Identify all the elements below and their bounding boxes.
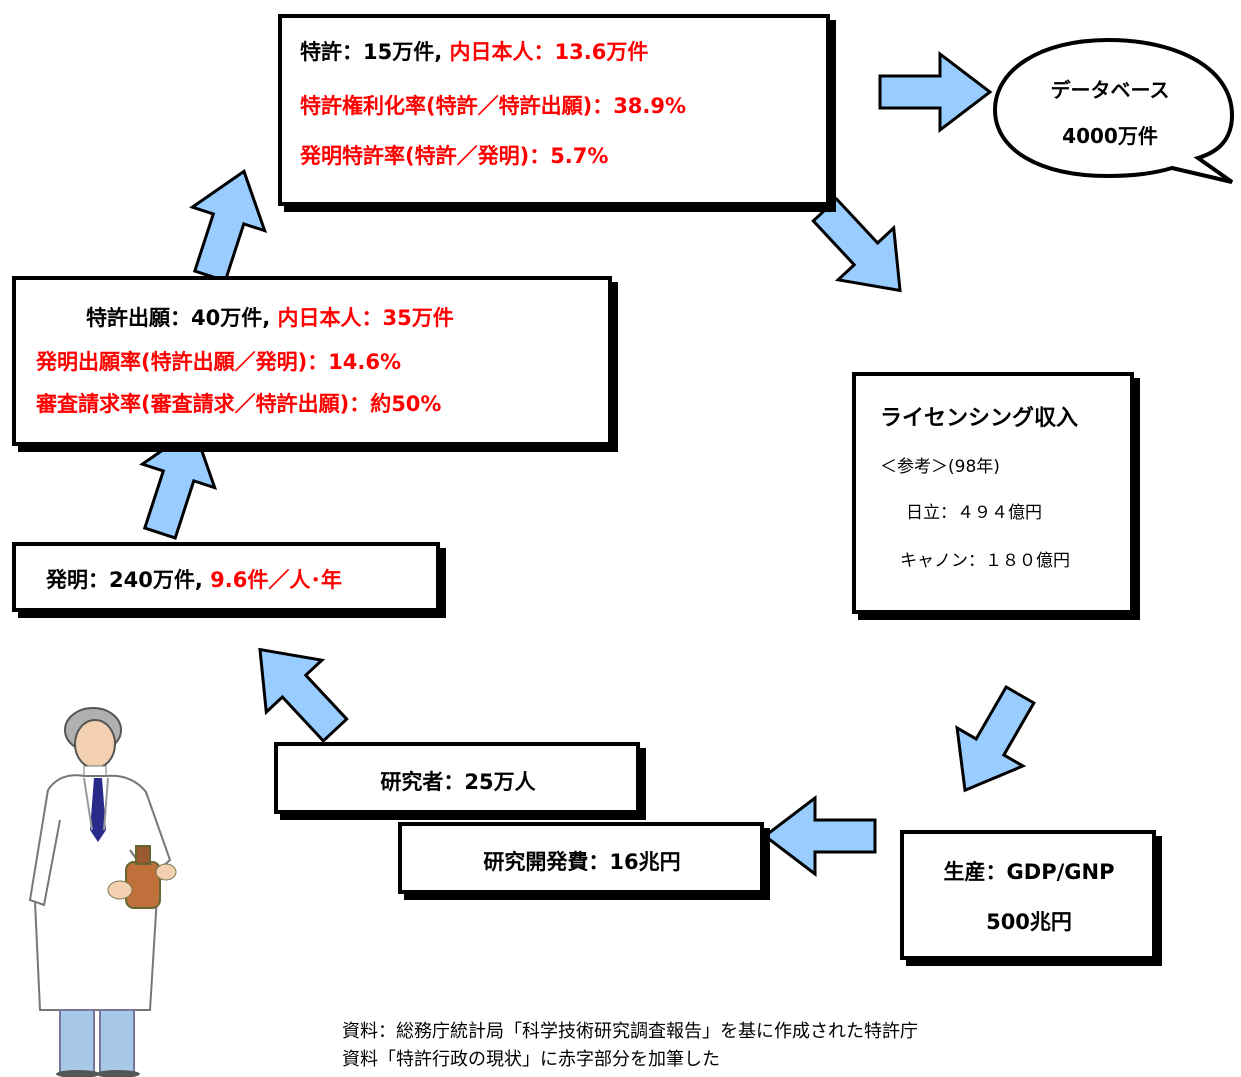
source-note-line1: 資料：総務庁統計局「科学技術研究調査報告」を基に作成された特許庁 <box>342 1021 918 1042</box>
researcher-box: 研究者：25万人 <box>274 742 640 814</box>
patent-box: 特許：15万件, 内日本人：13.6万件 特許権利化率(特許／特許出願)：38.… <box>278 14 830 206</box>
arrow-patent-to-database <box>878 52 992 132</box>
invention-count: 発明：240万件, <box>46 568 203 592</box>
arrow-production-to-rnd <box>763 796 877 876</box>
database-count: 4000万件 <box>1062 124 1158 148</box>
rnd-box: 研究開発費：16兆円 <box>398 822 764 894</box>
invention-application-rate: 発明出願率(特許出願／発明)：14.6% <box>36 350 402 374</box>
licensing-reference: ＜参考＞(98年) <box>880 457 1000 477</box>
patent-japanese-count: 内日本人：13.6万件 <box>449 40 649 64</box>
application-count: 特許出願：40万件, <box>86 306 271 330</box>
examination-request-rate: 審査請求率(審査請求／特許出願)：約50% <box>36 392 442 416</box>
production-value: 500兆円 <box>986 910 1072 934</box>
licensing-hitachi: 日立：４９４億円 <box>906 503 1042 523</box>
arrow-application-to-patent <box>172 158 282 290</box>
arrow-licensing-to-production <box>930 674 1055 811</box>
scientist-illustration <box>28 707 177 1077</box>
invention-box: 発明：240万件, 9.6件／人･年 <box>12 542 440 612</box>
database-bubble-shape <box>992 37 1235 184</box>
patent-grant-rate: 特許権利化率(特許／特許出願)：38.9% <box>300 94 687 118</box>
invention-per-person: 9.6件／人･年 <box>210 568 342 592</box>
invention-patent-rate: 発明特許率(特許／発明)：5.7% <box>300 144 609 168</box>
licensing-title: ライセンシング収入 <box>880 406 1079 431</box>
patent-count: 特許：15万件, <box>300 40 443 64</box>
application-box: 特許出願：40万件, 内日本人：35万件 発明出願率(特許出願／発明)：14.6… <box>12 276 612 446</box>
production-box: 生産：GDP/GNP 500兆円 <box>900 830 1156 960</box>
licensing-canon: キャノン：１８０億円 <box>900 551 1070 571</box>
database-label: データベース <box>1050 78 1170 102</box>
rnd-expenditure: 研究開発費：16兆円 <box>483 850 681 874</box>
licensing-box: ライセンシング収入 ＜参考＞(98年) 日立：４９４億円 キャノン：１８０億円 <box>852 372 1134 614</box>
researcher-count: 研究者：25万人 <box>380 770 536 794</box>
production-label: 生産：GDP/GNP <box>943 860 1115 884</box>
source-note-line2: 資料「特許行政の現状」に赤字部分を加筆した <box>342 1049 720 1070</box>
application-japanese-count: 内日本人：35万件 <box>277 306 454 330</box>
arrow-researcher-to-invention <box>230 622 365 758</box>
